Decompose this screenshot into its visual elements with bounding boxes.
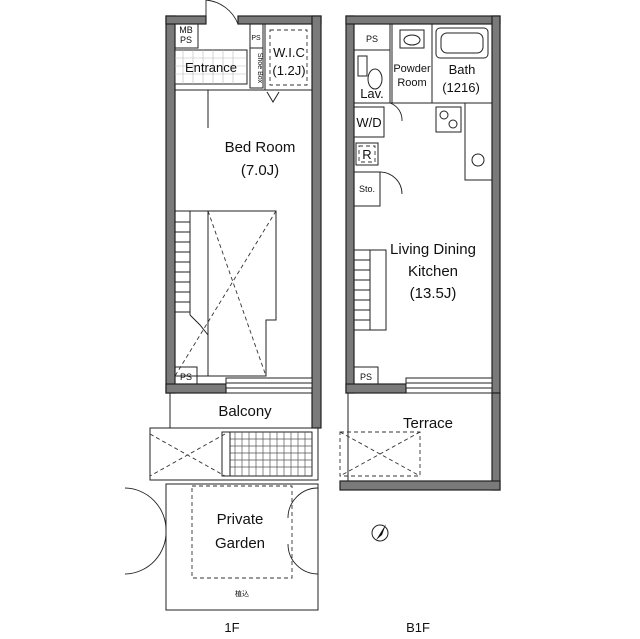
floor-b1f: PS Lav. Powder Room Bath (1216) W/D R St… bbox=[339, 15, 501, 635]
b1f-wall-bottom-left bbox=[345, 383, 407, 394]
1f-bedroom-label: Bed Room bbox=[225, 139, 296, 156]
1f-ps-top-label: PS bbox=[251, 35, 261, 42]
1f-ps-bottom-label: PS bbox=[180, 372, 192, 382]
1f-entry-door bbox=[205, 0, 239, 25]
b1f-powder-label: Powder bbox=[393, 63, 431, 75]
1f-planting-label: 植込 bbox=[235, 589, 249, 598]
b1f-ldk-label-2: Kitchen bbox=[408, 263, 458, 280]
1f-mb-ps-label: PS bbox=[180, 35, 192, 45]
1f-mb-ps-closet bbox=[174, 23, 199, 49]
b1f-powder-label-2: Room bbox=[397, 77, 426, 89]
1f-shoe-box-label: Shoe Box bbox=[256, 53, 263, 84]
1f-entrance-tile bbox=[175, 50, 247, 84]
floor-1f: MB PS Entrance PS Shoe Box W.I.C (1.2J) … bbox=[124, 0, 322, 635]
b1f-terrace bbox=[347, 392, 493, 482]
b1f-terrace-wall-bottom bbox=[339, 480, 501, 491]
b1f-ps-bottom bbox=[353, 366, 379, 385]
1f-garden-label: Private bbox=[217, 511, 264, 528]
1f-wall-left bbox=[165, 15, 176, 394]
b1f-wall-right bbox=[491, 15, 501, 394]
1f-wall-top-right bbox=[237, 15, 322, 25]
b1f-r-label: R bbox=[362, 147, 371, 162]
1f-stairs bbox=[175, 210, 209, 376]
b1f-kitchen-sink-icon bbox=[471, 153, 485, 167]
1f-entrance-label: Entrance bbox=[185, 60, 237, 75]
1f-wall-bottom-left bbox=[165, 383, 227, 394]
b1f-terrace-label: Terrace bbox=[403, 415, 453, 432]
1f-stair-void bbox=[175, 210, 277, 377]
1f-garden-gate-right bbox=[287, 487, 319, 575]
b1f-ldk-size: (13.5J) bbox=[410, 285, 457, 302]
b1f-storage bbox=[353, 171, 381, 207]
b1f-ps-bottom-label: PS bbox=[360, 372, 372, 382]
b1f-bath-label: Bath bbox=[449, 62, 476, 77]
b1f-wall-top bbox=[345, 15, 501, 25]
b1f-floor-label: B1F bbox=[406, 620, 430, 635]
1f-shoe-box bbox=[249, 47, 264, 89]
b1f-terrace-wall-right bbox=[491, 392, 501, 491]
1f-garden-gate-left bbox=[124, 487, 167, 575]
north-arrow-icon bbox=[371, 524, 389, 542]
b1f-sto-label: Sto. bbox=[359, 184, 375, 194]
1f-wic-label: W.I.C bbox=[273, 45, 305, 60]
1f-wall-right bbox=[311, 15, 322, 429]
b1f-wall-left bbox=[345, 15, 355, 394]
1f-floor-label: 1F bbox=[224, 620, 239, 635]
1f-ps-bottom bbox=[174, 366, 198, 385]
1f-balcony-label: Balcony bbox=[218, 403, 272, 420]
b1f-lav-label: Lav. bbox=[360, 86, 384, 101]
b1f-washer-dryer bbox=[353, 106, 385, 138]
b1f-ldk-label: Living Dining bbox=[390, 241, 476, 258]
1f-wic-size: (1.2J) bbox=[272, 63, 305, 78]
1f-bedroom-size: (7.0J) bbox=[241, 162, 279, 179]
1f-grating bbox=[230, 432, 312, 476]
b1f-kitchen-counter bbox=[464, 102, 493, 181]
b1f-stove-icon bbox=[435, 106, 462, 133]
b1f-refrigerator bbox=[355, 142, 379, 166]
b1f-ps-top-label: PS bbox=[366, 34, 378, 44]
1f-wall-top-left bbox=[165, 15, 207, 25]
b1f-stairs bbox=[354, 249, 387, 331]
1f-mb-label: MB bbox=[179, 25, 193, 35]
b1f-toilet-icon bbox=[367, 68, 383, 90]
1f-garden-label-2: Garden bbox=[215, 535, 265, 552]
b1f-wd-label: W/D bbox=[356, 115, 381, 130]
b1f-bath-size: (1216) bbox=[442, 80, 480, 95]
